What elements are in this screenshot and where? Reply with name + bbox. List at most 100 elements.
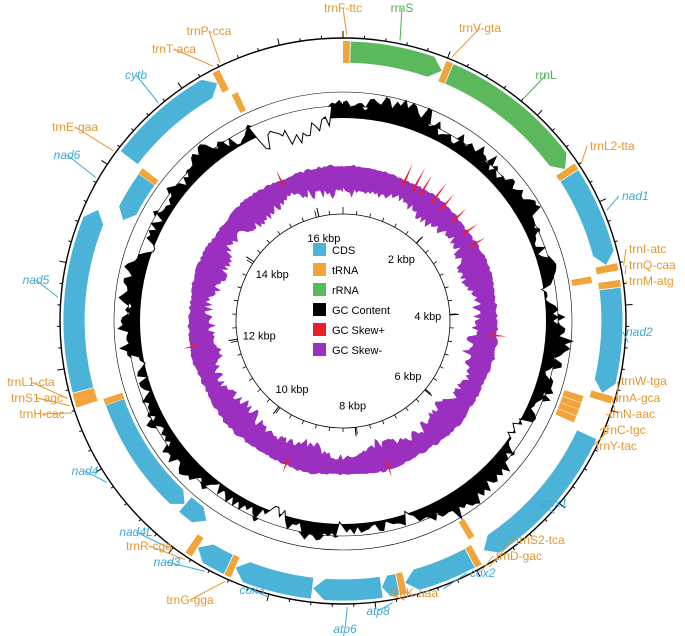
scale-major-tick bbox=[424, 389, 433, 397]
outer-tick bbox=[565, 144, 569, 148]
gc-skew-positive-spike-4 bbox=[439, 194, 455, 211]
label-trnf-ttc: trnF-ttc bbox=[324, 1, 362, 15]
scale-major-tick bbox=[228, 338, 238, 342]
scale-minor-tick bbox=[277, 230, 281, 235]
feature-trny-tac bbox=[555, 408, 577, 423]
feature-trnv-gta bbox=[438, 60, 454, 84]
legend-label-gc-skew-pos: GC Skew+ bbox=[332, 325, 385, 337]
label-cox2: cox2 bbox=[470, 566, 496, 580]
scale-minor-tick bbox=[382, 420, 385, 425]
scale-minor-tick bbox=[257, 249, 261, 254]
leader-trnn-aac bbox=[605, 413, 613, 419]
leader-nad6 bbox=[66, 154, 96, 178]
outer-tick bbox=[288, 598, 291, 602]
label-trna-gca: trnA-gca bbox=[615, 391, 661, 405]
outer-tick bbox=[426, 47, 429, 52]
outer-tick bbox=[578, 162, 582, 165]
feature-atp6 bbox=[311, 575, 384, 602]
gene-features bbox=[62, 40, 624, 602]
scale-minor-tick bbox=[315, 424, 317, 429]
outer-tick bbox=[123, 502, 127, 506]
label-cox1: cox1 bbox=[542, 496, 567, 510]
scale-minor-tick bbox=[405, 230, 409, 235]
scale-minor-tick bbox=[382, 217, 385, 222]
leader-trnp-cca bbox=[208, 30, 221, 63]
label-leader-lines bbox=[30, 7, 629, 630]
scale-minor-tick bbox=[237, 286, 242, 289]
scale-minor-tick bbox=[242, 273, 247, 276]
outer-tick bbox=[603, 430, 607, 433]
label-trnh-cac: trnH-cac bbox=[19, 407, 64, 421]
feature-trnt-aca bbox=[212, 69, 229, 93]
feature-trnc-tgc bbox=[557, 402, 579, 416]
scale-label-16-kbp: 16 kbp bbox=[307, 233, 340, 245]
feature-trnk-aaa bbox=[395, 572, 408, 596]
label-trnp-cca: trnP-cca bbox=[187, 24, 232, 38]
scale-minor-tick bbox=[356, 210, 358, 215]
outer-tick bbox=[65, 389, 69, 392]
scale-minor-tick bbox=[328, 427, 330, 432]
outer-tick bbox=[447, 51, 451, 59]
leader-nad1 bbox=[606, 195, 620, 211]
feature-trnw-tga bbox=[589, 390, 613, 404]
leader-nad3 bbox=[166, 561, 205, 572]
label-atp6: atp6 bbox=[333, 622, 357, 636]
outer-tick bbox=[154, 533, 157, 537]
label-nad4l: nad4L bbox=[119, 525, 152, 539]
feature-rrnl bbox=[444, 63, 568, 171]
scale-minor-tick bbox=[439, 273, 444, 276]
label-trnk-aaa: trnK-aaa bbox=[392, 586, 438, 600]
legend-label-gc-skew-neg: GC Skew- bbox=[332, 345, 382, 357]
outer-tick bbox=[374, 602, 377, 610]
feature-trnl2-tta bbox=[556, 163, 579, 182]
label-trni-atc: trnI-atc bbox=[629, 242, 666, 256]
outer-tick bbox=[619, 261, 623, 263]
legend-swatch-gc-content bbox=[313, 303, 326, 316]
leader-trnh-cac bbox=[41, 412, 73, 415]
label-nad6: nad6 bbox=[54, 148, 81, 162]
label-trnl2-tta: trnL2-tta bbox=[590, 139, 635, 153]
feature-trnh-cac bbox=[103, 392, 125, 406]
outer-tick bbox=[162, 98, 166, 102]
feature-trnn-aac bbox=[560, 396, 582, 410]
outer-tick bbox=[266, 593, 270, 602]
leader-trng-gga bbox=[189, 581, 226, 601]
legend-label-cds: CDS bbox=[332, 245, 355, 257]
gc-skew-positive-spike-5 bbox=[451, 208, 467, 223]
legend-swatch-rrna bbox=[313, 283, 326, 296]
feature-nad3 bbox=[196, 543, 234, 575]
feature-trnf-ttc bbox=[343, 41, 351, 64]
outer-tick bbox=[79, 430, 83, 433]
scale-major-tick bbox=[246, 256, 255, 263]
feature-trnm-atg bbox=[598, 279, 621, 290]
scale-minor-tick bbox=[433, 377, 437, 381]
scale-label-2-kbp: 2 kbp bbox=[388, 254, 415, 266]
outer-tick bbox=[257, 47, 260, 52]
scale-minor-tick bbox=[444, 353, 449, 356]
gc-skew-positive-spike-7 bbox=[469, 237, 486, 248]
gc-skew-positive-spike-9 bbox=[385, 461, 392, 477]
outer-tick bbox=[607, 219, 611, 222]
leader-atp6 bbox=[344, 606, 348, 630]
scale-major-tick bbox=[354, 427, 357, 437]
scale-minor-tick bbox=[275, 407, 281, 414]
legend: CDS tRNA rRNA GC Content GC Skew+ GC Ske… bbox=[313, 243, 390, 357]
scale-label-14-kbp: 14 kbp bbox=[256, 269, 289, 281]
label-cytb: cytb bbox=[125, 68, 147, 82]
outer-tick bbox=[83, 199, 87, 203]
outer-tick bbox=[559, 502, 566, 509]
scale-minor-tick bbox=[301, 217, 304, 222]
label-nad1: nad1 bbox=[622, 189, 649, 203]
outer-tick bbox=[246, 587, 249, 591]
outer-tick bbox=[168, 547, 174, 554]
outer-tick bbox=[236, 55, 239, 59]
feature-trna-gca bbox=[562, 390, 584, 403]
legend-swatch-gc-skew-pos bbox=[313, 323, 326, 336]
gc-skew-positive-spike-10 bbox=[282, 458, 290, 473]
outer-tick bbox=[589, 180, 593, 184]
scale-minor-tick bbox=[237, 353, 242, 356]
outer-tick bbox=[485, 73, 488, 78]
scale-label-8-kbp: 8 kbp bbox=[339, 400, 366, 412]
gc-skew-track bbox=[182, 163, 507, 477]
outer-tick bbox=[572, 486, 576, 489]
